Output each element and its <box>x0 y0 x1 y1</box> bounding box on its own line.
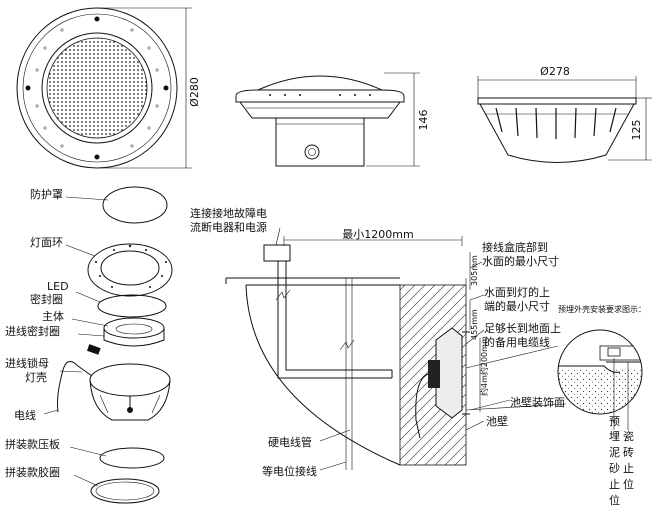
led-seal-part <box>97 294 167 318</box>
exploded-view: 防护罩 灯面环 LED 密封圈 主体 进线密封圈 进线锁母 灯壳 电线 拼装款压… <box>5 186 173 504</box>
detail-col2-char: 位 <box>623 477 634 491</box>
label-min-length: 最小1200mm <box>342 228 413 241</box>
label-inlet-seal: 进线密封圈 <box>5 324 60 338</box>
detail-col1-char: 泥 <box>609 446 620 459</box>
front-view: Ø280 <box>16 7 201 169</box>
detail-col-1: 预 埋 泥 砂 止 位 <box>609 415 620 507</box>
installation-section: 最小1200mm 305mm 455mm 约4m约200mm 连接接 <box>190 206 565 478</box>
label-cable: 电线 <box>14 408 36 422</box>
label-junction-1: 接线盒底部到 <box>482 240 548 254</box>
detail-col1-char: 埋 <box>609 430 620 443</box>
lamp-shell-part <box>89 363 171 397</box>
label-dim-305: 305mm <box>470 255 479 286</box>
front-view-screws <box>25 16 169 160</box>
front-diameter-label: Ø280 <box>188 77 201 107</box>
label-rubber-ring: 拼装款胶圈 <box>5 465 60 479</box>
detail-col2-char: 止 <box>623 462 634 475</box>
detail-col2-char: 砖 <box>623 445 634 459</box>
installed-lamp <box>435 327 463 419</box>
detail-title: 预埋外壳安装要求图示： <box>558 304 646 314</box>
label-water-2: 端的最小尺寸 <box>484 299 550 313</box>
label-led-seal: 密封圈 <box>30 292 63 306</box>
rigid-conduit <box>277 261 392 379</box>
label-dim-cable: 约4m约200mm <box>479 336 489 396</box>
side-height-label: 146 <box>417 110 430 131</box>
cover-part <box>102 186 168 224</box>
label-rigid-conduit: 硬电线管 <box>268 435 312 449</box>
detail-col1-char: 位 <box>609 493 620 507</box>
press-plate-part <box>99 447 165 469</box>
label-gfci-1: 连接接地故障电 <box>190 206 267 220</box>
label-junction-2: 水面的最小尺寸 <box>482 254 559 268</box>
label-dim-455: 455mm <box>470 309 479 340</box>
label-body: 主体 <box>42 309 64 323</box>
junction-box <box>263 244 291 262</box>
label-lock-nut: 进线锁母 <box>5 356 49 370</box>
label-led: LED <box>47 280 69 293</box>
detail-col1-char: 预 <box>609 415 620 428</box>
label-press-plate: 拼装款压板 <box>5 437 60 451</box>
side-view-led-holes <box>269 94 371 96</box>
label-pool-wall: 池壁 <box>486 414 508 428</box>
base-height-label: 125 <box>630 120 643 141</box>
label-cover: 防护罩 <box>30 187 63 201</box>
label-wall-trim: 池壁装饰面 <box>510 395 565 409</box>
embedded-shell-detail: 预埋外壳安装要求图示： 预 埋 泥 砂 止 位 瓷 砖 止 位 <box>465 304 646 507</box>
face-ring-part <box>87 243 173 297</box>
base-view: Ø278 125 <box>477 65 652 163</box>
detail-col1-char: 止 <box>609 478 620 491</box>
label-gfci-2: 流断电器和电源 <box>190 220 267 234</box>
label-face-ring: 灯面环 <box>30 236 63 249</box>
detail-col2-char: 瓷 <box>623 429 634 443</box>
base-view-ribs <box>495 107 617 139</box>
base-diameter-label: Ø278 <box>540 65 570 78</box>
cable-line <box>57 361 93 413</box>
label-spare-cable-2: 的备用电缆线 <box>484 335 550 349</box>
body-part <box>103 317 165 339</box>
label-spare-cable-1: 足够长到地面上 <box>484 322 561 335</box>
detail-col-2: 瓷 砖 止 位 <box>623 429 634 491</box>
label-bonding-wire: 等电位接线 <box>262 464 317 478</box>
front-view-led-dots <box>35 28 159 148</box>
side-view: 146 <box>235 72 430 167</box>
label-lamp-shell: 灯壳 <box>25 370 47 384</box>
label-water-1: 水面到灯的上 <box>484 285 550 299</box>
rubber-ring-part <box>90 478 160 504</box>
detail-col1-char: 砂 <box>609 462 620 475</box>
